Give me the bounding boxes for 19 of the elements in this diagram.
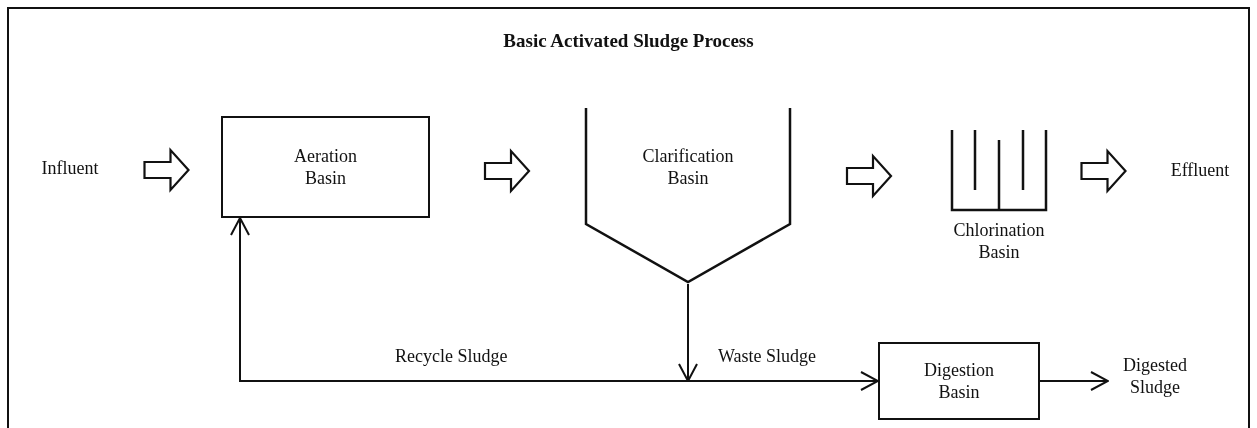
process-box: Digestion Basin xyxy=(878,342,1040,420)
edge-label: Waste Sludge xyxy=(716,346,819,367)
flow-label: Influent xyxy=(28,158,112,186)
flow-arrow xyxy=(687,371,879,391)
clarifier-basin xyxy=(584,106,792,284)
flow-label: Digested Sludge xyxy=(1108,355,1202,401)
block-arrow xyxy=(143,147,190,193)
basin-label: Clarification Basin xyxy=(641,146,735,190)
edge-label: Recycle Sludge xyxy=(393,346,510,367)
basin-label: Chlorination Basin xyxy=(952,220,1046,264)
diagram-title: Basic Activated Sludge Process xyxy=(502,30,755,52)
block-arrow xyxy=(845,153,893,199)
flow-arrow xyxy=(678,283,698,382)
process-box: Aeration Basin xyxy=(221,116,430,218)
flow-arrow xyxy=(1039,371,1109,391)
block-arrow xyxy=(1080,148,1127,194)
block-arrow xyxy=(483,148,531,194)
flow-label: Effluent xyxy=(1155,160,1245,188)
flow-arrow xyxy=(230,217,689,382)
